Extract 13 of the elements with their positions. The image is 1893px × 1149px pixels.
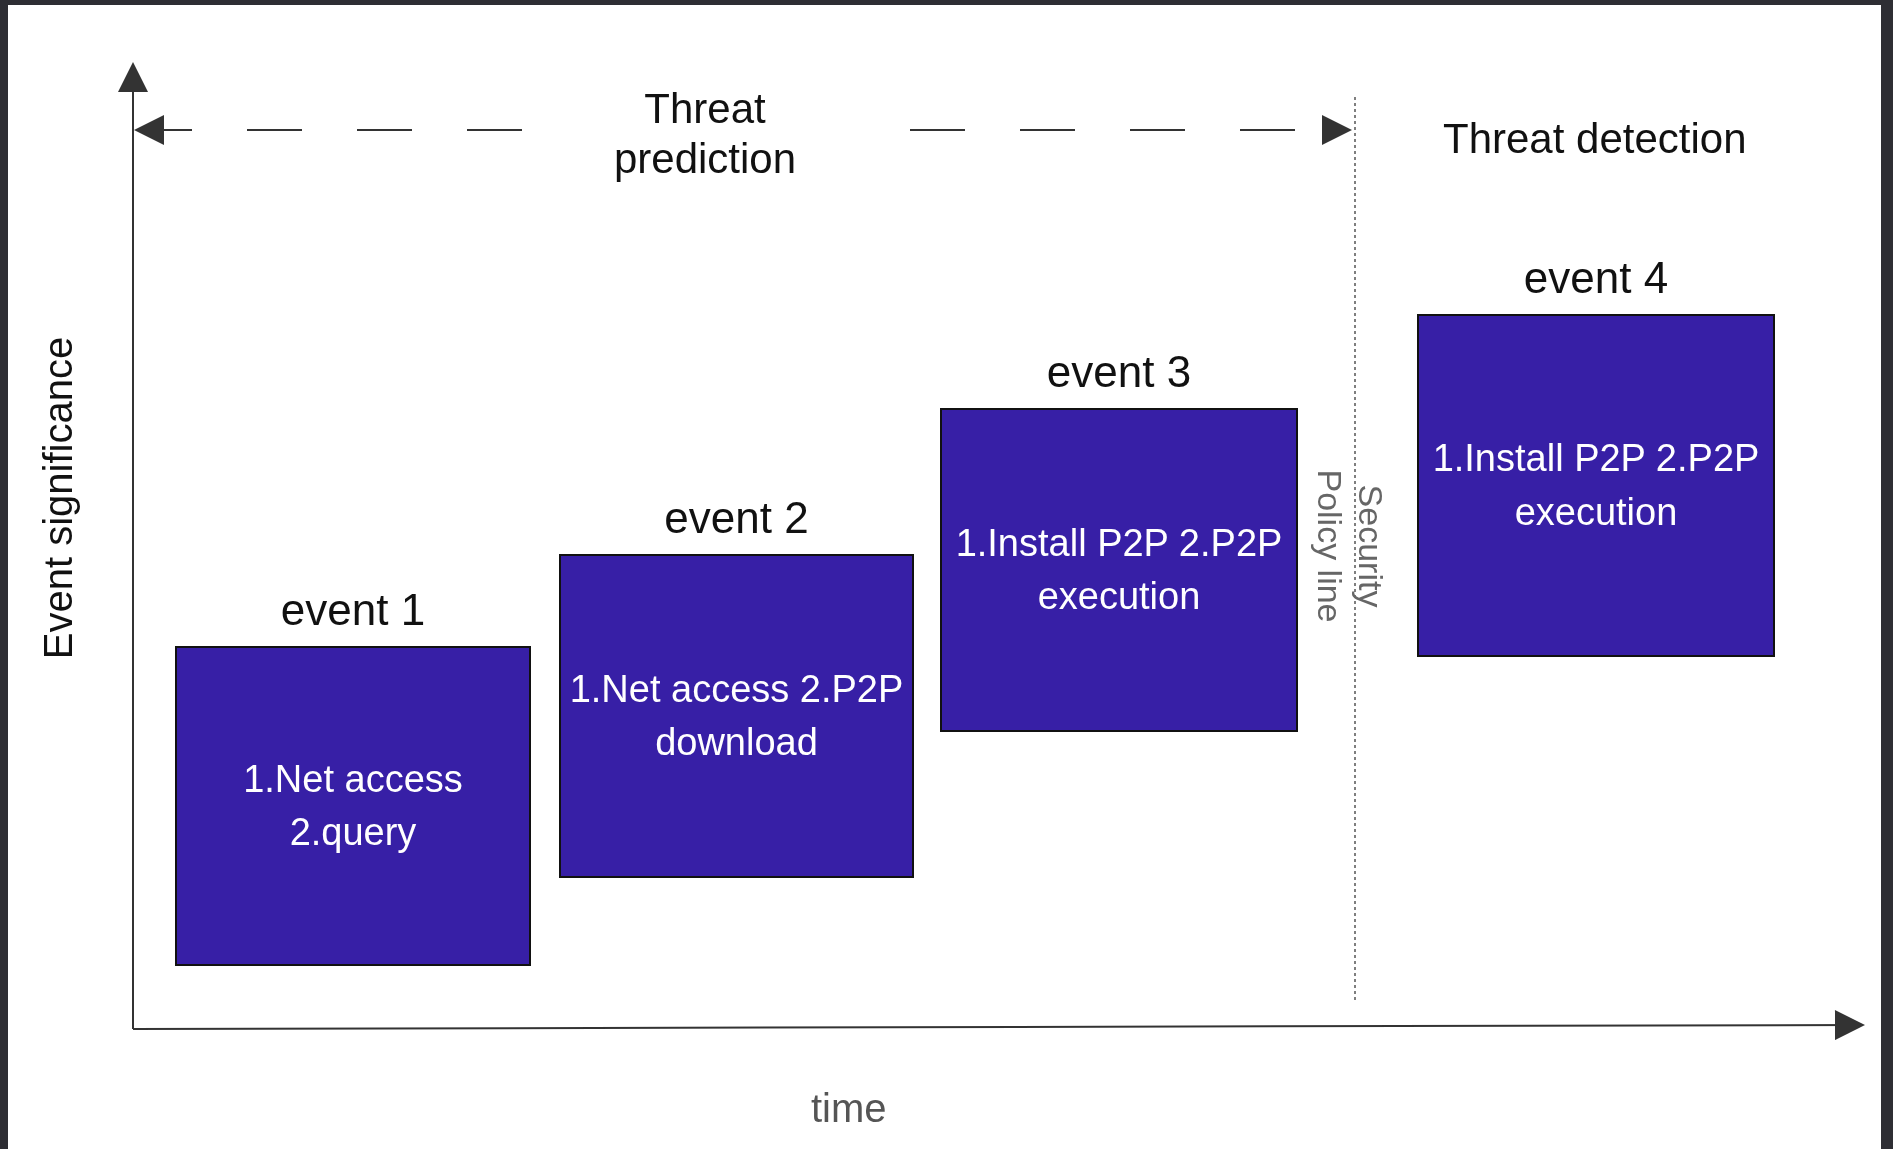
event-description: 1.Install P2P 2.P2P execution xyxy=(1431,436,1761,535)
event-description: 1.Net access 2.query xyxy=(242,756,464,855)
axis-label: time xyxy=(811,1085,887,1132)
line-label: Security Policy line xyxy=(1310,468,1391,625)
event-heading: event 3 xyxy=(1046,350,1192,394)
event-heading: event 2 xyxy=(664,496,809,540)
event-heading: event 1 xyxy=(280,588,426,632)
axis-label: Event significance xyxy=(35,336,81,660)
event-description: 1.Net access 2.P2P download xyxy=(568,666,905,765)
section-label: Threat detection xyxy=(1443,114,1747,164)
section-label: Threat prediction xyxy=(612,84,798,185)
event-description: 1.Install P2P 2.P2P execution xyxy=(954,520,1284,619)
event-heading: event 4 xyxy=(1523,256,1669,300)
